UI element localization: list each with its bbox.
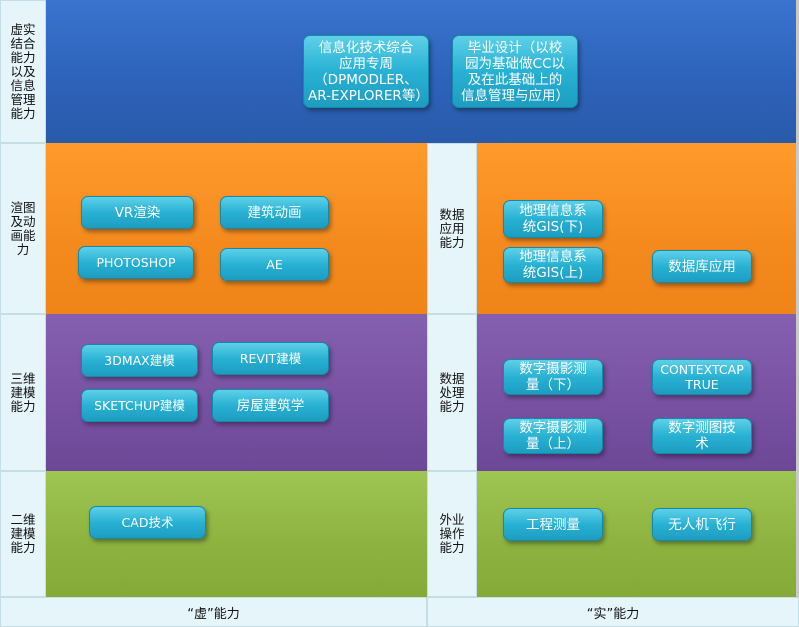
course-vr-render[interactable]: VR渲染 (81, 196, 194, 229)
course-digital-mapping[interactable]: 数字测图技 术 (652, 418, 752, 454)
course-arch-animation[interactable]: 建筑动画 (220, 196, 329, 229)
course-house-architecture[interactable]: 房屋建筑学 (212, 389, 329, 422)
course-graduation-design[interactable]: 毕业设计（以校 园为基础做CC以 及在此基础上的 信息管理与应用） (452, 35, 578, 108)
right-edge-shadow (796, 0, 799, 597)
course-cad[interactable]: CAD技术 (89, 506, 206, 539)
course-gis-2[interactable]: 地理信息系 统GIS(下) (503, 200, 603, 238)
course-photogrammetry-1[interactable]: 数字摄影测 量（上） (503, 418, 603, 454)
course-sketchup[interactable]: SKETCHUP建模 (81, 389, 198, 422)
course-database[interactable]: 数据库应用 (652, 250, 752, 283)
row-label-3d-modeling: 三维 建模 能力 (0, 314, 46, 471)
row-label-data-processing: 数据 处理 能力 (427, 314, 477, 471)
course-engineering-survey[interactable]: 工程测量 (503, 508, 603, 541)
footer-real-ability: “实”能力 (427, 597, 799, 627)
course-photoshop[interactable]: PHOTOSHOP (78, 246, 194, 279)
course-gis-1[interactable]: 地理信息系 统GIS(上) (503, 247, 603, 283)
footer-virtual-ability: “虚”能力 (0, 597, 427, 627)
course-ae[interactable]: AE (220, 248, 329, 281)
row-label-2d-modeling: 二维 建模 能力 (0, 471, 46, 597)
course-3dmax[interactable]: 3DMAX建模 (81, 344, 198, 377)
course-photogrammetry-2[interactable]: 数字摄影测 量（下） (503, 359, 603, 395)
course-info-week[interactable]: 信息化技术综合 应用专周 （DPMODLER、 AR-EXPLORER等） (303, 35, 429, 108)
row-label-virtual-real: 虚实 结合 能力 以及 信息 管理 能力 (0, 0, 46, 143)
row-label-field-operation: 外业 操作 能力 (427, 471, 477, 597)
row-label-render: 渲图 及动 画能 力 (0, 143, 46, 314)
course-uav-flight[interactable]: 无人机飞行 (652, 508, 752, 541)
row-label-data-application: 数据 应用 能力 (427, 143, 477, 314)
course-revit[interactable]: REVIT建模 (212, 342, 329, 375)
course-contextcapture[interactable]: CONTEXTCAP TRUE (652, 359, 752, 395)
